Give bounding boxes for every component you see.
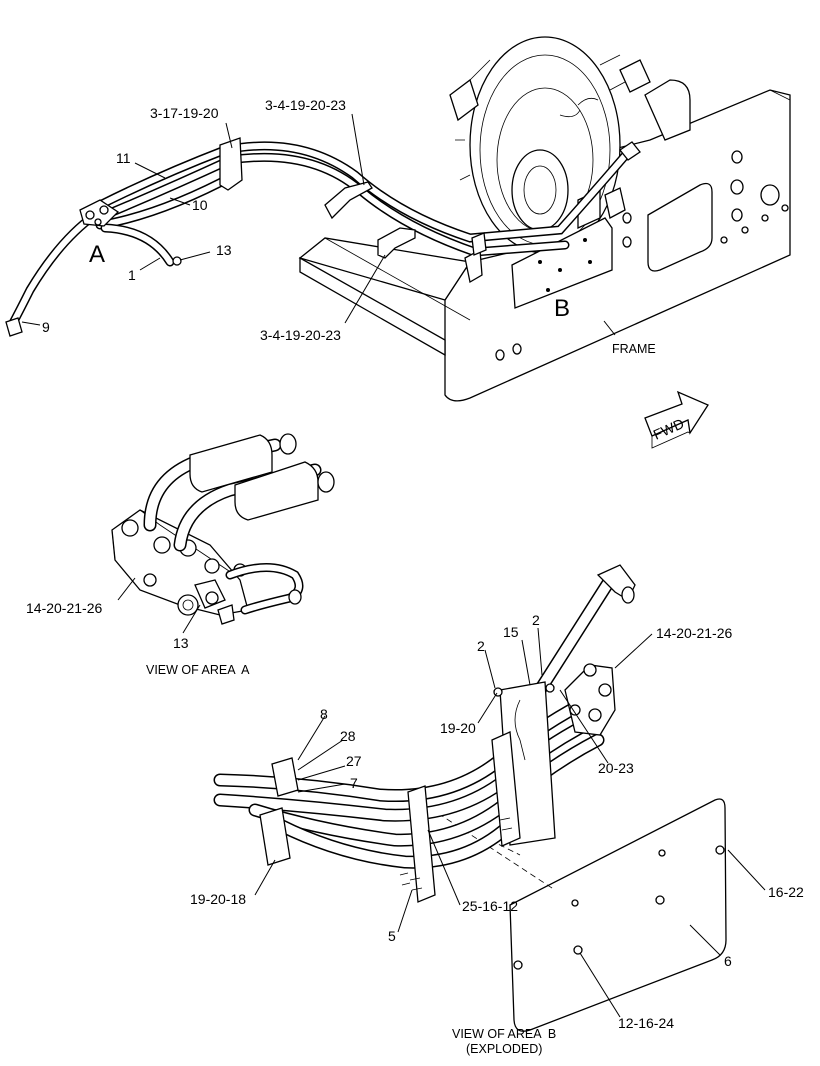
- callout-16-22: 16-22: [768, 884, 804, 900]
- callout-15: 15: [503, 624, 519, 640]
- area-markers: A B: [89, 241, 570, 322]
- callout-28: 28: [340, 728, 356, 744]
- callout-2-right: 2: [532, 612, 540, 628]
- callout-14-20-21-26-right: 14-20-21-26: [656, 625, 732, 641]
- view-area-b-caption-line1: VIEW OF AREA B: [452, 1027, 556, 1041]
- callout-27: 27: [346, 753, 362, 769]
- callout-1: 1: [128, 267, 136, 283]
- area-marker-a: A: [89, 241, 105, 268]
- mounting-plate-top-view: [511, 187, 626, 309]
- callout-20-23: 20-23: [598, 760, 634, 776]
- forward-arrow: FWD: [644, 390, 709, 449]
- callout-2-left: 2: [477, 638, 485, 654]
- callout-6: 6: [724, 953, 732, 969]
- view-area-b-caption-line2: (EXPLODED): [466, 1042, 542, 1056]
- area-a-detail: [111, 433, 335, 625]
- area-b-detail: [213, 564, 727, 1032]
- leader-lines: [21, 113, 766, 1018]
- callout-25-16-12: 25-16-12: [462, 898, 518, 914]
- frame-label: FRAME: [612, 342, 656, 356]
- hose-routing-top-view: [5, 137, 641, 337]
- callout-8: 8: [320, 706, 328, 722]
- callout-14-20-21-26-left: 14-20-21-26: [26, 600, 102, 616]
- callout-3-4-19-20-23-top: 3-4-19-20-23: [265, 97, 346, 113]
- area-marker-b: B: [554, 295, 570, 322]
- callout-7: 7: [350, 775, 358, 791]
- callout-12-16-24: 12-16-24: [618, 1015, 674, 1031]
- captions: FRAME VIEW OF AREA A VIEW OF AREA B (EXP…: [146, 342, 656, 1056]
- callouts: 3-17-19-20 3-4-19-20-23 3-4-19-20-23 11 …: [26, 97, 804, 1031]
- callout-13-top: 13: [216, 242, 232, 258]
- callout-10: 10: [192, 197, 208, 213]
- callout-3-17-19-20: 3-17-19-20: [150, 105, 219, 121]
- callout-19-20: 19-20: [440, 720, 476, 736]
- callout-5: 5: [388, 928, 396, 944]
- callout-9: 9: [42, 319, 50, 335]
- callout-11: 11: [116, 150, 131, 166]
- callout-13-area-a: 13: [173, 635, 189, 651]
- callout-19-20-18: 19-20-18: [190, 891, 246, 907]
- frame-assembly: [298, 89, 791, 402]
- callout-3-4-19-20-23-bottom: 3-4-19-20-23: [260, 327, 341, 343]
- view-area-a-caption: VIEW OF AREA A: [146, 663, 250, 677]
